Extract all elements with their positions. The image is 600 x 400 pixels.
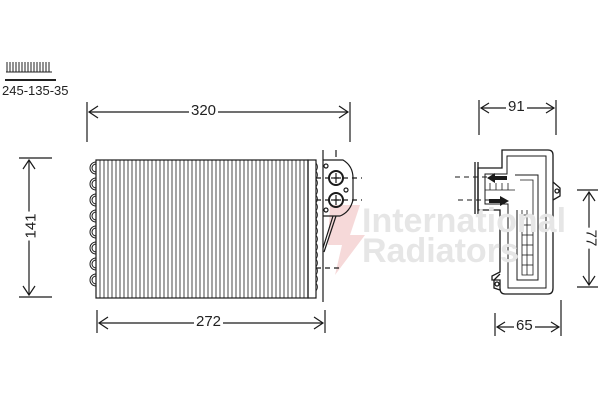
side-view (455, 149, 561, 295)
flow-arrow-right-icon (489, 196, 509, 206)
front-view (89, 150, 362, 302)
watermark-line2: Radiators (362, 232, 519, 270)
dim-side-depth-top: 91 (506, 98, 527, 115)
watermark-line1: International (362, 202, 567, 240)
dim-core-width: 272 (194, 313, 224, 330)
watermark-logo-icon (328, 205, 365, 275)
dimension-lines-front (19, 102, 351, 333)
flow-arrow-left-icon (487, 173, 507, 183)
dim-overall-width: 320 (189, 102, 219, 119)
tube-bends (89, 161, 97, 287)
comb-icon (5, 62, 56, 81)
dim-side-height: 77 (582, 227, 600, 249)
part-number: 245-135-35 (2, 83, 69, 98)
dim-height: 141 (22, 211, 40, 241)
dim-side-depth-bottom: 65 (514, 317, 535, 334)
